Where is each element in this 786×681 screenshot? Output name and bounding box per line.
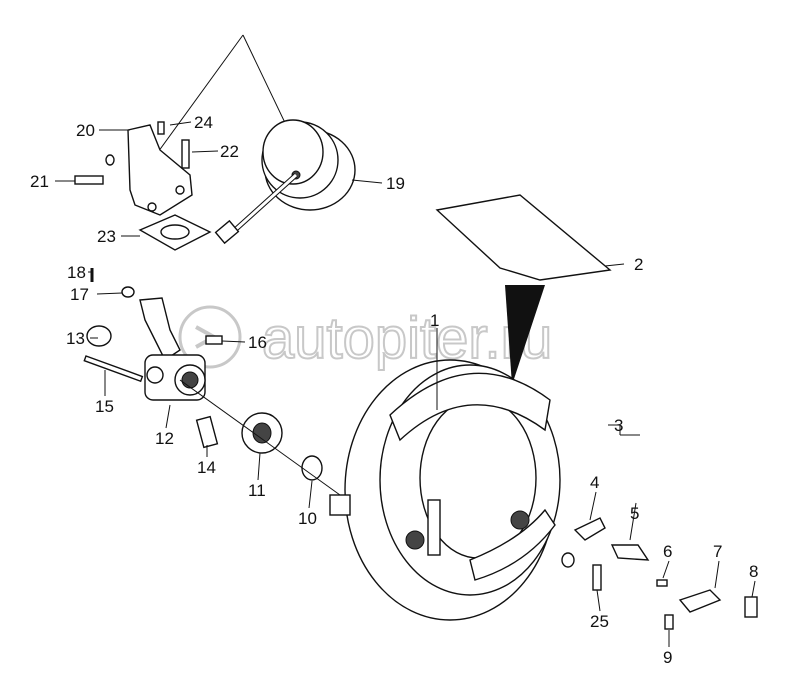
callout-11: 11 (248, 481, 266, 500)
ring-13 (86, 325, 112, 347)
bolt-21 (74, 175, 104, 185)
callout-13: 13 (66, 329, 85, 348)
brake-assembly (329, 359, 561, 621)
callout-18: 18 (67, 263, 86, 282)
callout-1: 1 (430, 311, 439, 330)
fitting-7 (678, 589, 722, 613)
callout-4: 4 (590, 473, 599, 492)
brake-chamber (214, 119, 356, 245)
spring-8 (744, 596, 758, 618)
bracket (127, 124, 193, 216)
watermark-text: autopiter.ru (262, 306, 552, 371)
callout-14: 14 (197, 458, 216, 477)
screw-6 (656, 579, 668, 587)
plate-5 (610, 544, 650, 561)
callout-15: 15 (95, 397, 114, 416)
callout-17: 17 (70, 285, 89, 304)
bolt-22 (181, 139, 190, 169)
callout-25: 25 (590, 612, 609, 631)
callout-3: 3 (614, 416, 623, 435)
brake-lining (435, 194, 612, 281)
callout-23: 23 (97, 227, 116, 246)
callout-8: 8 (749, 562, 758, 581)
callout-21: 21 (30, 172, 49, 191)
callout-24: 24 (194, 113, 213, 132)
callout-20: 20 (76, 121, 95, 140)
watermark: autopiter.ru (178, 305, 553, 372)
spring-9 (664, 614, 674, 630)
callout-19: 19 (386, 174, 405, 193)
callout-12: 12 (155, 429, 174, 448)
pin-14 (195, 415, 219, 449)
plate-4 (573, 517, 606, 541)
callout-16: 16 (248, 333, 267, 352)
pin-16 (205, 335, 223, 345)
bolt-15 (83, 355, 144, 383)
callout-22: 22 (220, 142, 239, 161)
arrow (505, 285, 545, 385)
washer-17 (121, 286, 135, 298)
ring-10 (301, 455, 323, 481)
callout-labels: 1 2 3 4 5 6 7 8 9 10 11 12 13 14 15 16 1… (30, 113, 758, 667)
callout-9: 9 (663, 648, 672, 667)
slack-adjuster (139, 297, 206, 401)
bolt-25 (592, 564, 602, 591)
bolt-24 (157, 121, 165, 135)
callout-6: 6 (663, 542, 672, 561)
callout-7: 7 (713, 542, 722, 561)
callout-5: 5 (630, 504, 639, 523)
washer (561, 552, 575, 568)
callout-2: 2 (634, 255, 643, 274)
callout-10: 10 (298, 509, 317, 528)
